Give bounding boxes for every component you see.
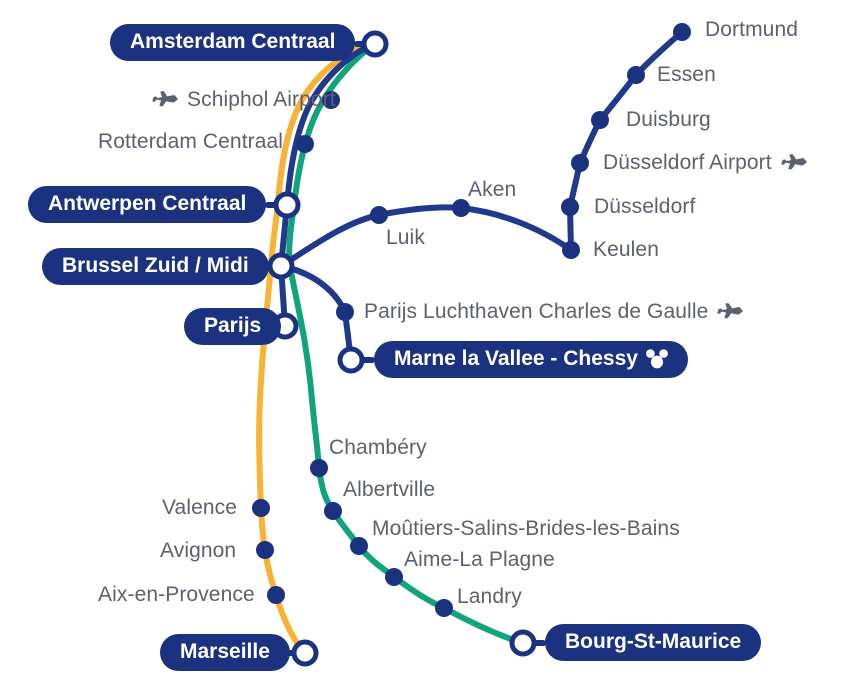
station-label-text: Aken xyxy=(468,178,517,201)
terminus-badge-label: Brussel Zuid / Midi xyxy=(62,254,249,277)
station-label-parijs-luchthaven-cdg: Parijs Luchthaven Charles de Gaulle xyxy=(364,300,744,323)
terminus-node[interactable]: Amsterdam Centraal xyxy=(361,30,389,58)
station-label-text: Chambéry xyxy=(329,436,427,459)
plane-icon xyxy=(152,90,178,106)
terminus-badge-bourg-st-maurice[interactable]: Bourg-St-Maurice xyxy=(545,624,762,661)
yellow-line-path xyxy=(256,41,378,656)
terminus-badge-marne-la-vallee-chessy[interactable]: Marne la Vallee - Chessy xyxy=(374,341,688,378)
terminus-badge-label: Marseille xyxy=(180,640,270,663)
terminus-badge-label: Amsterdam Centraal xyxy=(130,30,336,53)
station-node[interactable]: Essen xyxy=(627,66,645,84)
station-label-aix-en-provence: Aix-en-Provence xyxy=(98,584,255,605)
terminus-badge-brussel-zuid-midi[interactable]: Brussel Zuid / Midi xyxy=(42,248,269,285)
station-label-luik: Luik xyxy=(386,227,425,248)
station-node[interactable]: Duisburg xyxy=(591,111,609,129)
station-node[interactable]: Moûtiers-Salins-Brides-les-Bains xyxy=(350,537,368,555)
terminus-badge-amsterdam-centraal[interactable]: Amsterdam Centraal xyxy=(110,24,356,61)
station-label-aken: Aken xyxy=(468,179,516,200)
station-label-albertville: Albertville xyxy=(343,479,435,500)
terminus-badge-antwerpen-centraal[interactable]: Antwerpen Centraal xyxy=(28,186,267,223)
station-label-aime-la-plagne: Aime-La Plagne xyxy=(404,549,555,570)
line-layer xyxy=(256,29,685,656)
station-label-moutiers-salins-brides-les-bains: Moûtiers-Salins-Brides-les-Bains xyxy=(372,518,680,539)
station-label-chambery: Chambéry xyxy=(329,437,427,458)
navy-line-main-path xyxy=(278,41,378,269)
station-node[interactable]: Avignon xyxy=(256,541,274,559)
station-label-schiphol-airport: Schiphol Airport xyxy=(152,89,336,110)
station-label-text: Albertville xyxy=(343,478,436,501)
station-label-text: Rotterdam Centraal xyxy=(98,130,284,153)
station-label-text: Essen xyxy=(657,63,716,86)
plane-icon xyxy=(717,302,744,318)
station-label-text: Düsseldorf xyxy=(594,195,696,218)
station-label-dusseldorf: Düsseldorf xyxy=(594,196,695,217)
terminus-node[interactable]: Bourg-St-Maurice xyxy=(509,629,537,657)
station-label-text: Moûtiers-Salins-Brides-les-Bains xyxy=(372,517,680,540)
station-label-avignon: Avignon xyxy=(160,540,236,561)
station-label-text: Luik xyxy=(386,226,425,249)
station-label-dortmund: Dortmund xyxy=(705,19,798,40)
station-node[interactable]: Luik xyxy=(370,206,388,224)
station-label-text: Düsseldorf Airport xyxy=(603,151,772,174)
station-node-layer: Amsterdam CentraalSchiphol AirportRotter… xyxy=(252,23,691,667)
station-label-keulen: Keulen xyxy=(593,239,659,260)
terminus-node[interactable]: Brussel Zuid / Midi xyxy=(267,252,295,280)
station-label-text: Parijs Luchthaven Charles de Gaulle xyxy=(364,300,709,323)
station-label-text: Dortmund xyxy=(705,18,799,41)
station-label-text: Keulen xyxy=(593,238,659,261)
station-node[interactable]: Düsseldorf xyxy=(561,198,579,216)
station-node[interactable]: Düsseldorf Airport xyxy=(571,154,589,172)
station-label-valence: Valence xyxy=(162,497,237,518)
station-label-text: Duisburg xyxy=(626,108,711,131)
station-node[interactable]: Schiphol Airport xyxy=(322,91,340,109)
terminus-badge-label: Bourg-St-Maurice xyxy=(565,630,742,653)
station-node[interactable]: Aken xyxy=(452,199,470,217)
station-label-duisburg: Duisburg xyxy=(626,109,711,130)
station-node[interactable]: Parijs Luchthaven Charles de Gaulle xyxy=(336,303,354,321)
station-node[interactable]: Keulen xyxy=(562,241,580,259)
station-node[interactable]: Aix-en-Provence xyxy=(267,586,285,604)
green-line-path xyxy=(286,41,526,646)
station-label-text: Valence xyxy=(162,496,238,519)
terminus-badge-label: Parijs xyxy=(204,314,262,337)
station-node[interactable]: Valence xyxy=(252,499,270,517)
station-node[interactable]: Chambéry xyxy=(310,459,328,477)
station-node[interactable]: Landry xyxy=(435,599,453,617)
station-label-text: Aix-en-Provence xyxy=(98,583,255,606)
station-label-text: Landry xyxy=(457,585,522,608)
terminus-badge-label: Antwerpen Centraal xyxy=(48,192,247,215)
mickey-mouse-icon xyxy=(646,348,668,368)
station-node[interactable]: Dortmund xyxy=(673,23,691,41)
station-label-rotterdam-centraal: Rotterdam Centraal xyxy=(98,131,283,152)
station-label-essen: Essen xyxy=(657,64,716,85)
station-label-text: Aime-La Plagne xyxy=(404,548,555,571)
terminus-node[interactable]: Antwerpen Centraal xyxy=(273,191,301,219)
terminus-badge-marseille[interactable]: Marseille xyxy=(160,634,290,671)
plane-icon xyxy=(781,153,807,169)
station-node[interactable]: Aime-La Plagne xyxy=(385,568,403,586)
station-label-dusseldorf-airport: Düsseldorf Airport xyxy=(603,152,807,173)
navy-line-luik-aken-branch xyxy=(278,204,574,269)
station-node[interactable]: Albertville xyxy=(324,502,342,520)
navy-line-ruhr-branch xyxy=(567,29,685,253)
terminus-badge-label: Marne la Vallee - Chessy xyxy=(394,347,638,370)
station-label-landry: Landry xyxy=(457,586,522,607)
terminus-node[interactable]: Marne la Vallee - Chessy xyxy=(337,346,365,374)
station-label-text: Schiphol Airport xyxy=(187,88,336,111)
terminus-badge-parijs[interactable]: Parijs xyxy=(184,308,282,345)
station-label-text: Avignon xyxy=(160,539,237,562)
terminus-node[interactable]: Marseille xyxy=(291,639,319,667)
station-node[interactable]: Rotterdam Centraal xyxy=(296,135,314,153)
